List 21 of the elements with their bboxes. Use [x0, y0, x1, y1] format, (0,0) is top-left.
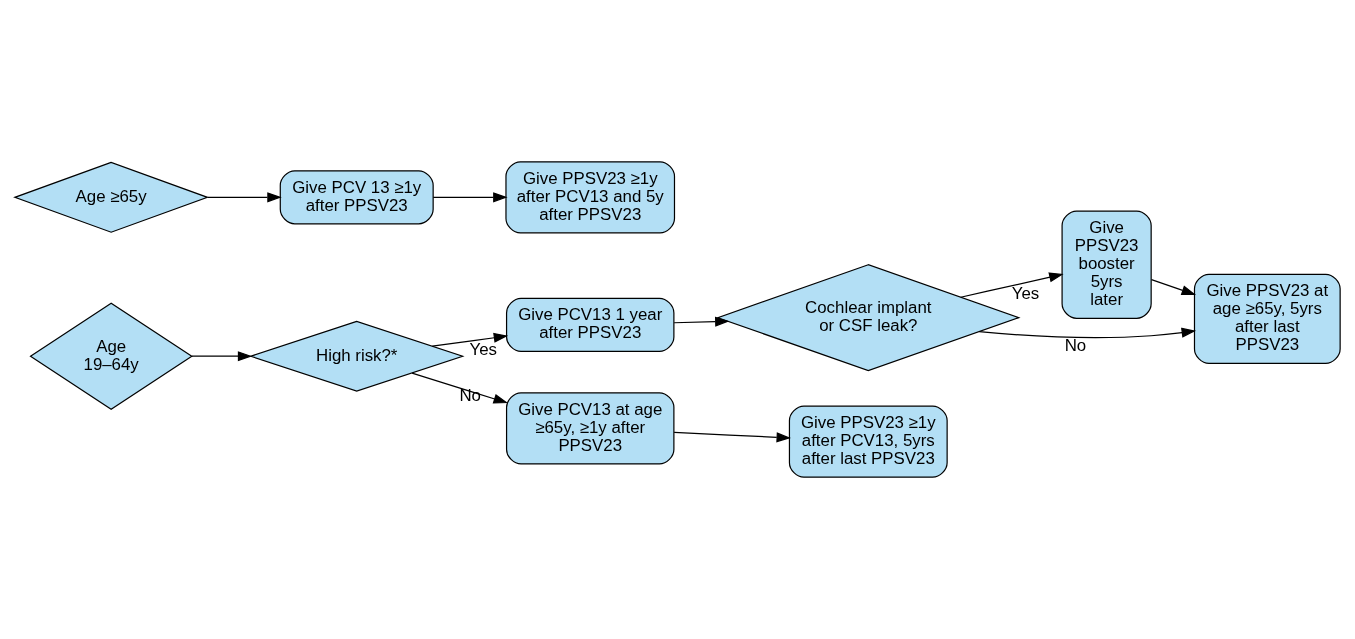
node-box: Give PPSV23 at age ≥65y, 5yrs after last PPSV23 [1193, 273, 1341, 365]
node-box: Give PPSV23 booster 5yrs later [1061, 210, 1152, 319]
node-box: Give PPSV23 ≥1y after PCV13, 5yrs after last PPSV23 [788, 405, 948, 478]
node-box: Give PCV13 at age ≥65y, ≥1y after PPSV23 [505, 392, 675, 465]
node-diamond: Age 19–64y [29, 302, 193, 410]
arrow [431, 332, 509, 347]
node-diamond: Age ≥65y [13, 161, 210, 233]
node-box: Give PCV13 1 year after PPSV23 [505, 297, 675, 352]
node-box: Give PCV 13 ≥1y after PPSV23 [279, 170, 434, 225]
arrow [1150, 279, 1197, 295]
arrow [207, 192, 282, 203]
arrow [673, 316, 730, 327]
edge-label: Yes [469, 339, 497, 359]
arrow [673, 431, 791, 443]
arrow [960, 272, 1064, 298]
edge-label: No [1064, 336, 1087, 356]
arrow [432, 192, 508, 203]
arrow [411, 372, 508, 404]
arrow [978, 327, 1197, 339]
arrow [191, 351, 253, 362]
node-box: Give PPSV23 ≥1y after PCV13 and 5y after PPSV23 [505, 161, 676, 234]
